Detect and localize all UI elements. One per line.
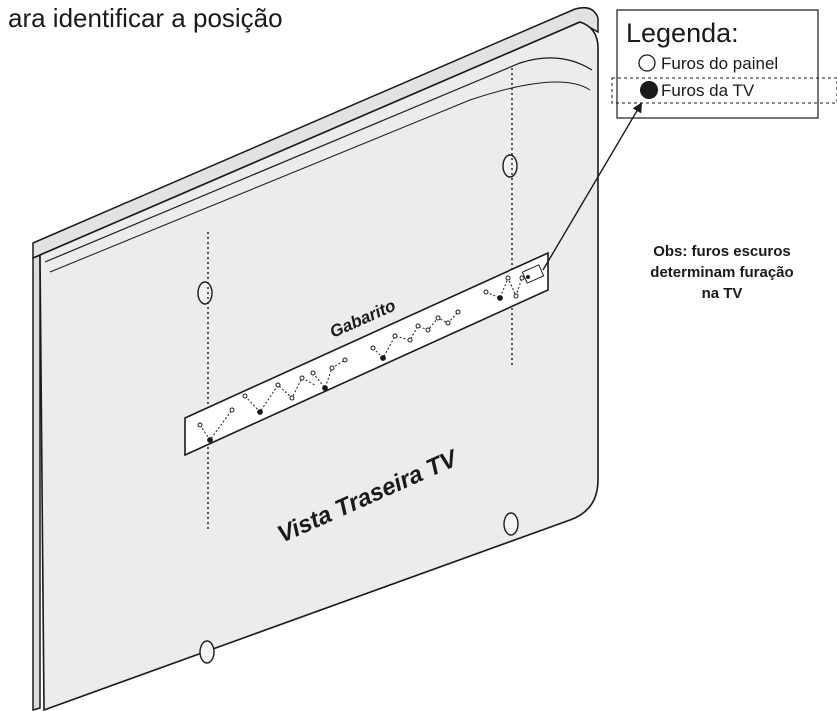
- legend-marker-panel-holes: [638, 54, 656, 72]
- tv-hole-upper-right: [502, 154, 518, 178]
- tv-back-contour-upper: [44, 57, 593, 263]
- tv-hole-middle-left: [197, 281, 213, 305]
- template-strip: [184, 251, 549, 457]
- legend-item-tv-holes: Furos da TV: [661, 81, 755, 100]
- legend-marker-tv-holes: [640, 81, 658, 99]
- note-line-1: Obs: furos escuros: [653, 243, 791, 260]
- template-hole-dots: [197, 275, 525, 443]
- note-line-2: determinam furação: [650, 264, 793, 281]
- tv-side-edge: [32, 253, 41, 711]
- legend-highlight-dashed: [611, 77, 837, 104]
- tv-hole-lower-left: [199, 640, 215, 664]
- template-legend-box: [521, 264, 545, 284]
- observation-note: Obs: furos escuros determinam furação na…: [650, 243, 793, 302]
- heading-text: ara identificar a posição: [8, 3, 283, 33]
- legend-item-panel-holes: Furos do painel: [661, 54, 778, 73]
- tv-back-contour-lower: [49, 81, 591, 273]
- tv-hole-lower-right: [503, 512, 519, 536]
- legend: Legenda: Furos do painel Furos da TV: [611, 9, 837, 119]
- legend-title: Legenda:: [626, 18, 739, 48]
- note-line-3: na TV: [702, 285, 743, 302]
- pointer-arrow: [542, 102, 643, 271]
